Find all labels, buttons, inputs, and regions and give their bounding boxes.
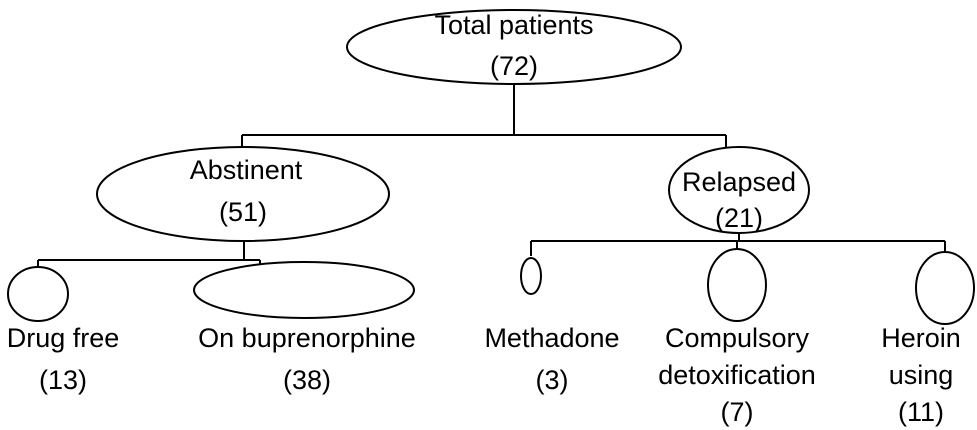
- node-relapsed-shape: [668, 146, 810, 234]
- node-methadone: Methadone (3): [484, 257, 620, 395]
- node-drug-free-count: (13): [39, 365, 87, 395]
- node-on-buprenorphine-count: (38): [283, 365, 331, 395]
- node-on-buprenorphine: On buprenorphine (38): [193, 261, 416, 395]
- node-methadone-label: Methadone: [484, 323, 619, 353]
- node-total-patients-label: Total patients: [434, 10, 593, 40]
- node-methadone-shape: [520, 257, 542, 295]
- node-drug-free-label: Drug free: [7, 323, 120, 353]
- node-heroin-using-shape: [915, 251, 975, 325]
- node-heroin-using-label-line1: Heroin: [881, 323, 961, 353]
- node-compulsory-detoxification-label-line1: Compulsory: [665, 323, 810, 353]
- node-heroin-using: Heroin using (11): [881, 251, 975, 427]
- node-on-buprenorphine-shape: [193, 261, 415, 319]
- node-compulsory-detoxification: Compulsory detoxification (7): [658, 248, 816, 427]
- connectors: [37, 83, 946, 268]
- node-drug-free: Drug free (13): [7, 266, 120, 395]
- node-drug-free-shape: [7, 266, 69, 322]
- node-heroin-using-label-line2: using: [889, 360, 954, 390]
- node-total-patients: Total patients (72): [346, 9, 682, 85]
- node-abstinent-count: (51): [219, 197, 267, 227]
- node-total-patients-shape: [346, 9, 682, 85]
- node-methadone-count: (3): [536, 365, 569, 395]
- node-abstinent-shape: [96, 146, 390, 242]
- node-abstinent-label: Abstinent: [190, 155, 303, 185]
- node-relapsed: Relapsed (21): [668, 146, 810, 234]
- node-abstinent: Abstinent (51): [96, 146, 390, 242]
- node-total-patients-count: (72): [490, 51, 538, 81]
- node-compulsory-detoxification-shape: [707, 248, 767, 322]
- node-heroin-using-count: (11): [898, 397, 944, 427]
- node-compulsory-detoxification-count: (7): [721, 397, 754, 427]
- node-relapsed-label: Relapsed: [682, 167, 796, 197]
- node-compulsory-detoxification-label-line2: detoxification: [658, 360, 816, 390]
- node-relapsed-count: (21): [715, 203, 763, 233]
- node-on-buprenorphine-label: On buprenorphine: [198, 323, 416, 353]
